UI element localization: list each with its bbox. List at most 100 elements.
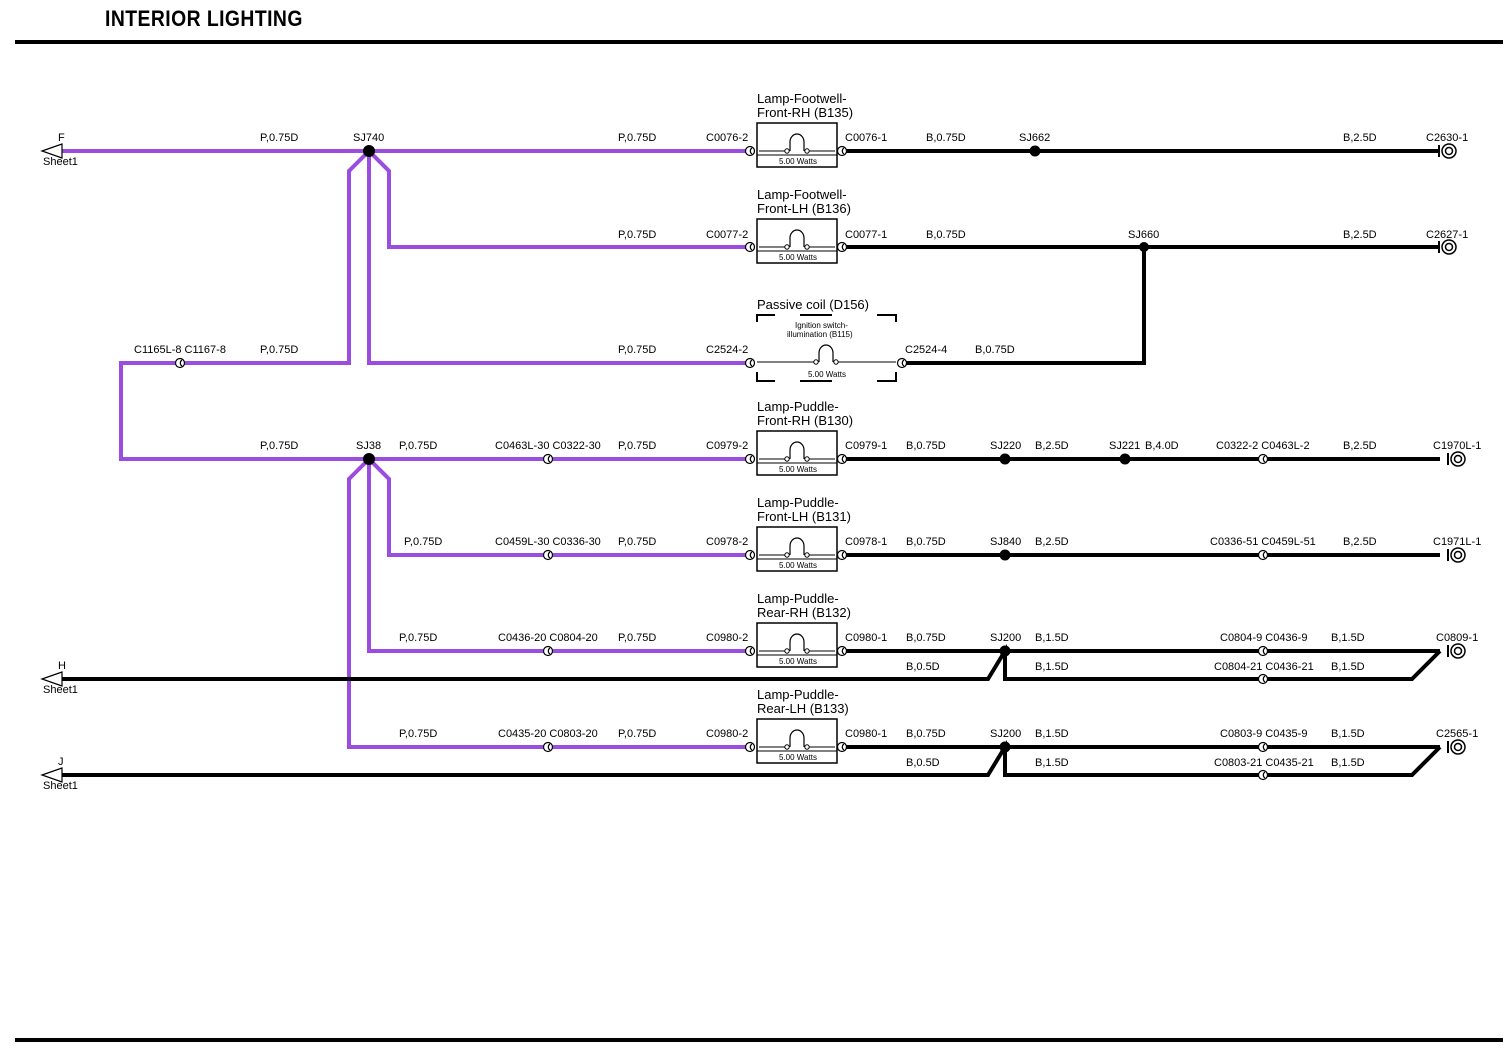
svg-text:P,0.75D: P,0.75D — [399, 728, 437, 740]
svg-text:P,0.75D: P,0.75D — [618, 229, 656, 241]
svg-text:B,0.75D: B,0.75D — [906, 728, 946, 740]
svg-text:5.00 Watts: 5.00 Watts — [779, 253, 817, 262]
svg-text:B,1.5D: B,1.5D — [1331, 661, 1365, 673]
sheet-ref-sheet: Sheet1 — [43, 780, 78, 792]
lamp-puddle-rear-rh[interactable]: Lamp-Puddle- Rear-RH (B132) 5.00 Watts — [756, 591, 851, 668]
svg-text:Passive coil (D156): Passive coil (D156) — [757, 297, 869, 312]
svg-text:P,0.75D: P,0.75D — [618, 440, 656, 452]
svg-text:C0077-2: C0077-2 — [706, 229, 748, 241]
svg-text:illumination (B115): illumination (B115) — [787, 330, 853, 339]
sheet-ref-sheet: Sheet1 — [43, 684, 78, 696]
svg-text:5.00 Watts: 5.00 Watts — [779, 561, 817, 570]
svg-text:P,0.75D: P,0.75D — [260, 132, 298, 144]
svg-text:C2524-4: C2524-4 — [905, 344, 947, 356]
black-wires — [48, 149, 1442, 777]
svg-text:C0336-51 C0459L-51: C0336-51 C0459L-51 — [1210, 536, 1316, 548]
svg-text:Lamp-Puddle-: Lamp-Puddle- — [757, 399, 839, 414]
svg-text:Front-LH (B136): Front-LH (B136) — [757, 201, 851, 216]
svg-text:P,0.75D: P,0.75D — [399, 632, 437, 644]
svg-text:B,2.5D: B,2.5D — [1343, 132, 1377, 144]
svg-text:B,0.75D: B,0.75D — [906, 536, 946, 548]
inline-connectors[interactable] — [174, 357, 1269, 781]
sheet-ref-h[interactable]: H Sheet1 — [40, 660, 78, 696]
svg-text:C0980-2: C0980-2 — [706, 632, 748, 644]
svg-text:C0435-20 C0803-20: C0435-20 C0803-20 — [498, 728, 598, 740]
ground-labels: C2630-1 C2627-1 C1970L-1 C1971L-1 C0809-… — [1426, 132, 1481, 740]
svg-text:B,1.5D: B,1.5D — [1331, 728, 1365, 740]
svg-text:C0803-9 C0435-9: C0803-9 C0435-9 — [1220, 728, 1307, 740]
sheet-ref-letter: J — [58, 756, 64, 768]
svg-text:B,0.75D: B,0.75D — [906, 440, 946, 452]
svg-text:Front-RH (B130): Front-RH (B130) — [757, 413, 853, 428]
svg-text:C0978-2: C0978-2 — [706, 536, 748, 548]
svg-text:B,2.5D: B,2.5D — [1343, 229, 1377, 241]
sheet-ref-j[interactable]: J Sheet1 — [40, 756, 78, 792]
svg-text:B,2.5D: B,2.5D — [1343, 536, 1377, 548]
svg-text:B,0.75D: B,0.75D — [926, 132, 966, 144]
passive-coil-d156[interactable]: Passive coil (D156) Ignition switch- ill… — [756, 297, 897, 382]
lamp-puddle-rear-lh[interactable]: Lamp-Puddle- Rear-LH (B133) 5.00 Watts — [756, 687, 849, 764]
svg-text:B,4.0D: B,4.0D — [1145, 440, 1179, 452]
svg-text:C0076-2: C0076-2 — [706, 132, 748, 144]
splice-label: SJ221 — [1109, 440, 1140, 452]
svg-text:C1971L-1: C1971L-1 — [1433, 536, 1481, 548]
svg-text:Lamp-Footwell-: Lamp-Footwell- — [757, 187, 847, 202]
lamp-puddle-front-lh[interactable]: Lamp-Puddle- Front-LH (B131) 5.00 Watts — [756, 495, 851, 572]
svg-text:C0803-21 C0435-21: C0803-21 C0435-21 — [1214, 757, 1314, 769]
svg-text:P,0.75D: P,0.75D — [260, 440, 298, 452]
svg-text:B,0.75D: B,0.75D — [906, 632, 946, 644]
svg-text:B,0.5D: B,0.5D — [906, 661, 940, 673]
splice-label: SJ220 — [990, 440, 1021, 452]
svg-text:Front-RH (B135): Front-RH (B135) — [757, 105, 853, 120]
svg-text:C2565-1: C2565-1 — [1436, 728, 1478, 740]
svg-text:C0322-2 C0463L-2: C0322-2 C0463L-2 — [1216, 440, 1310, 452]
svg-text:B,0.75D: B,0.75D — [975, 344, 1015, 356]
svg-text:C0804-9 C0436-9: C0804-9 C0436-9 — [1220, 632, 1307, 644]
svg-text:C0436-20 C0804-20: C0436-20 C0804-20 — [498, 632, 598, 644]
svg-text:C0980-1: C0980-1 — [845, 632, 887, 644]
svg-text:C0980-2: C0980-2 — [706, 728, 748, 740]
svg-text:B,2.5D: B,2.5D — [1343, 440, 1377, 452]
svg-text:P,0.75D: P,0.75D — [399, 440, 437, 452]
svg-text:C0076-1: C0076-1 — [845, 132, 887, 144]
svg-text:P,0.75D: P,0.75D — [618, 632, 656, 644]
splice-label: SJ840 — [990, 536, 1021, 548]
svg-text:B,1.5D: B,1.5D — [1035, 632, 1069, 644]
svg-text:5.00 Watts: 5.00 Watts — [779, 657, 817, 666]
lamp-puddle-front-rh[interactable]: Lamp-Puddle- Front-RH (B130) 5.00 Watts — [756, 399, 853, 476]
svg-text:P,0.75D: P,0.75D — [618, 132, 656, 144]
svg-text:B,2.5D: B,2.5D — [1035, 440, 1069, 452]
svg-text:P,0.75D: P,0.75D — [618, 728, 656, 740]
svg-text:C0809-1: C0809-1 — [1436, 632, 1478, 644]
svg-text:5.00 Watts: 5.00 Watts — [808, 370, 846, 379]
svg-text:P,0.75D: P,0.75D — [618, 344, 656, 356]
svg-text:B,1.5D: B,1.5D — [1035, 757, 1069, 769]
svg-text:B,0.5D: B,0.5D — [906, 757, 940, 769]
svg-text:C2524-2: C2524-2 — [706, 344, 748, 356]
lamp-footwell-front-lh[interactable]: Lamp-Footwell- Front-LH (B136) 5.00 Watt… — [756, 187, 851, 264]
splice-label: SJ200 — [990, 632, 1021, 644]
svg-text:P,0.75D: P,0.75D — [260, 344, 298, 356]
sheet-ref-letter: F — [58, 132, 65, 144]
svg-text:Ignition switch-: Ignition switch- — [795, 321, 848, 330]
svg-text:C0978-1: C0978-1 — [845, 536, 887, 548]
svg-text:5.00 Watts: 5.00 Watts — [779, 157, 817, 166]
splice-label: SJ740 — [353, 132, 384, 144]
lamp-footwell-front-rh[interactable]: Lamp-Footwell- Front-RH (B135) 5.00 Watt… — [756, 91, 853, 168]
svg-text:C1970L-1: C1970L-1 — [1433, 440, 1481, 452]
svg-text:Rear-LH (B133): Rear-LH (B133) — [757, 701, 849, 716]
sheet-ref-sheet: Sheet1 — [43, 156, 78, 168]
svg-text:Lamp-Puddle-: Lamp-Puddle- — [757, 687, 839, 702]
pin-labels: C0076-2 C0076-1 C0077-2 C0077-1 C2524-2 … — [706, 132, 947, 740]
svg-text:B,2.5D: B,2.5D — [1035, 536, 1069, 548]
svg-text:C2630-1: C2630-1 — [1426, 132, 1468, 144]
svg-text:C0979-2: C0979-2 — [706, 440, 748, 452]
svg-text:C1165L-8 C1167-8: C1165L-8 C1167-8 — [134, 344, 226, 356]
wire-labels: P,0.75D P,0.75D B,0.75D B,2.5D P,0.75D B… — [260, 132, 1377, 769]
svg-text:Lamp-Puddle-: Lamp-Puddle- — [757, 495, 839, 510]
svg-text:5.00 Watts: 5.00 Watts — [779, 465, 817, 474]
svg-text:B,1.5D: B,1.5D — [1035, 661, 1069, 673]
svg-text:B,1.5D: B,1.5D — [1331, 757, 1365, 769]
sheet-ref-f[interactable]: F Sheet1 — [40, 132, 78, 168]
